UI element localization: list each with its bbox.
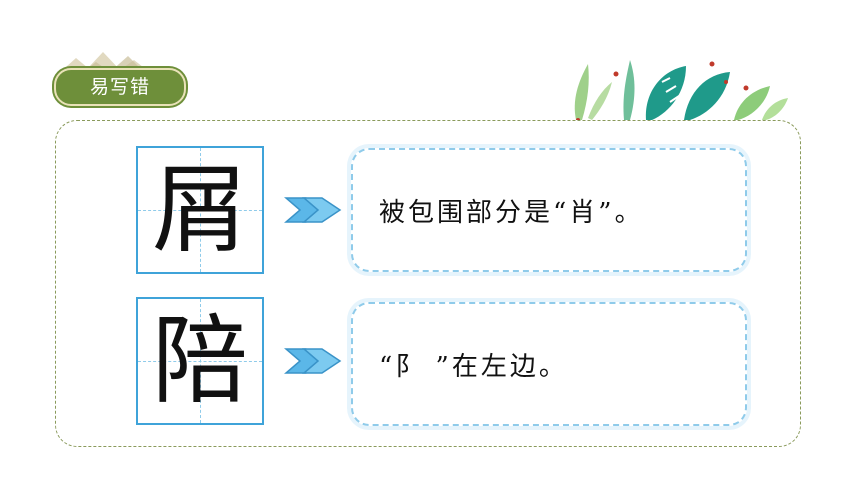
- grid-guide-vertical: [200, 299, 201, 423]
- tropical-leaves-icon: [574, 60, 788, 122]
- note-box-2: “阝 ”在左边。: [351, 302, 747, 426]
- character: 屑: [152, 154, 248, 266]
- character: 陪: [152, 305, 248, 417]
- section-badge-decoration: 易写错: [48, 48, 193, 110]
- character-grid-1: 屑: [136, 146, 264, 274]
- note-box-1: 被包围部分是“肖”。: [351, 148, 747, 272]
- section-badge: 易写错: [54, 68, 186, 106]
- double-chevron-arrow-icon: [284, 348, 342, 374]
- double-chevron-arrow-icon: [284, 197, 342, 223]
- grid-guide-vertical: [200, 148, 201, 272]
- character-grid-2: 陪: [136, 297, 264, 425]
- note-text: 被包围部分是“肖”。: [379, 197, 644, 228]
- note-text: “阝 ”在左边。: [379, 351, 568, 382]
